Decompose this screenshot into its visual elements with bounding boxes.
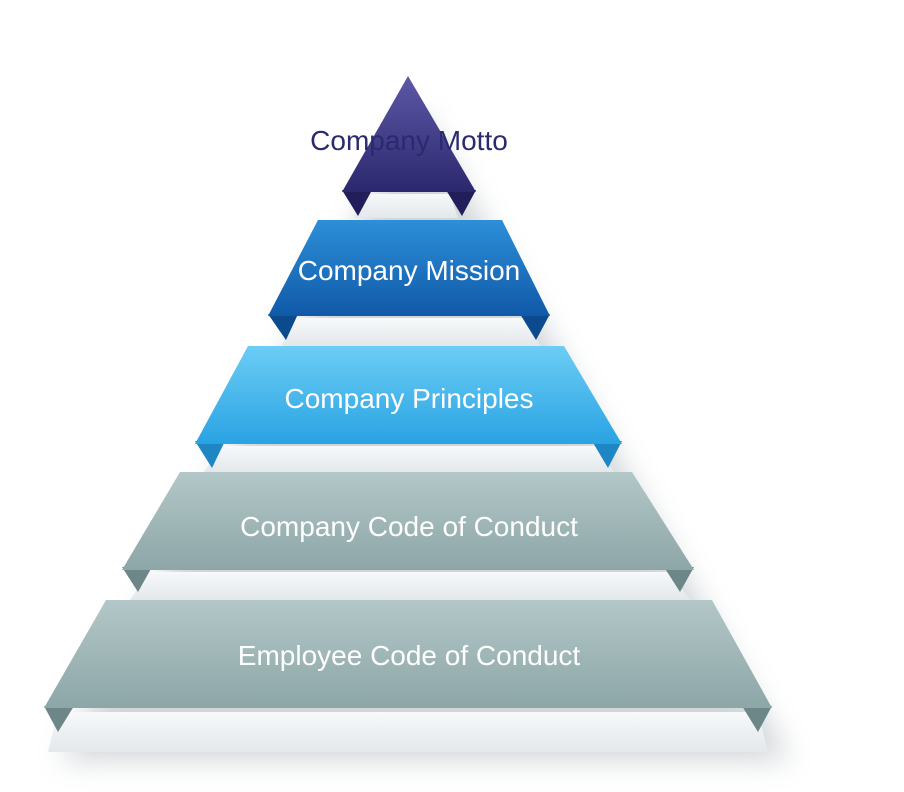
- tier-3-left-fold: [122, 567, 152, 592]
- tier-employee-code-of-conduct: Employee Code of Conduct: [44, 600, 772, 752]
- tier-1-base-slab: [282, 318, 540, 346]
- tier-4-face: [44, 600, 772, 708]
- tier-2-left-fold: [195, 441, 225, 468]
- tier-company-mission: Company Mission: [268, 220, 550, 346]
- tier-0-right-fold: [446, 190, 476, 216]
- tier-4-label: Employee Code of Conduct: [238, 640, 581, 671]
- tier-company-code-of-conduct: Company Code of Conduct: [122, 472, 694, 600]
- tier-3-right-fold: [664, 567, 694, 592]
- tier-0-face: [342, 76, 476, 192]
- tier-2-base-slab: [204, 446, 614, 472]
- tier-3-base-slab: [130, 572, 690, 600]
- tier-0-label: Company Motto: [310, 125, 508, 156]
- tier-3-face: [122, 472, 694, 570]
- tier-0-base-slab: [354, 194, 458, 218]
- tier-3-label: Company Code of Conduct: [240, 511, 578, 542]
- tier-2-label: Company Principles: [285, 383, 534, 414]
- tier-2-face: [195, 346, 622, 444]
- tier-1-label: Company Mission: [298, 255, 521, 286]
- tier-2-right-fold: [592, 441, 622, 468]
- tier-company-principles: Company Principles: [195, 346, 622, 472]
- tier-4-right-fold: [742, 706, 772, 732]
- tier-0-left-fold: [342, 190, 372, 216]
- tier-1-left-fold: [268, 314, 298, 340]
- tier-4-base-slab: [48, 712, 768, 752]
- tier-company-motto: Company Motto: [310, 76, 508, 218]
- tier-1-face: [268, 220, 550, 316]
- tier-1-right-fold: [520, 314, 550, 340]
- tier-4-left-fold: [44, 706, 74, 732]
